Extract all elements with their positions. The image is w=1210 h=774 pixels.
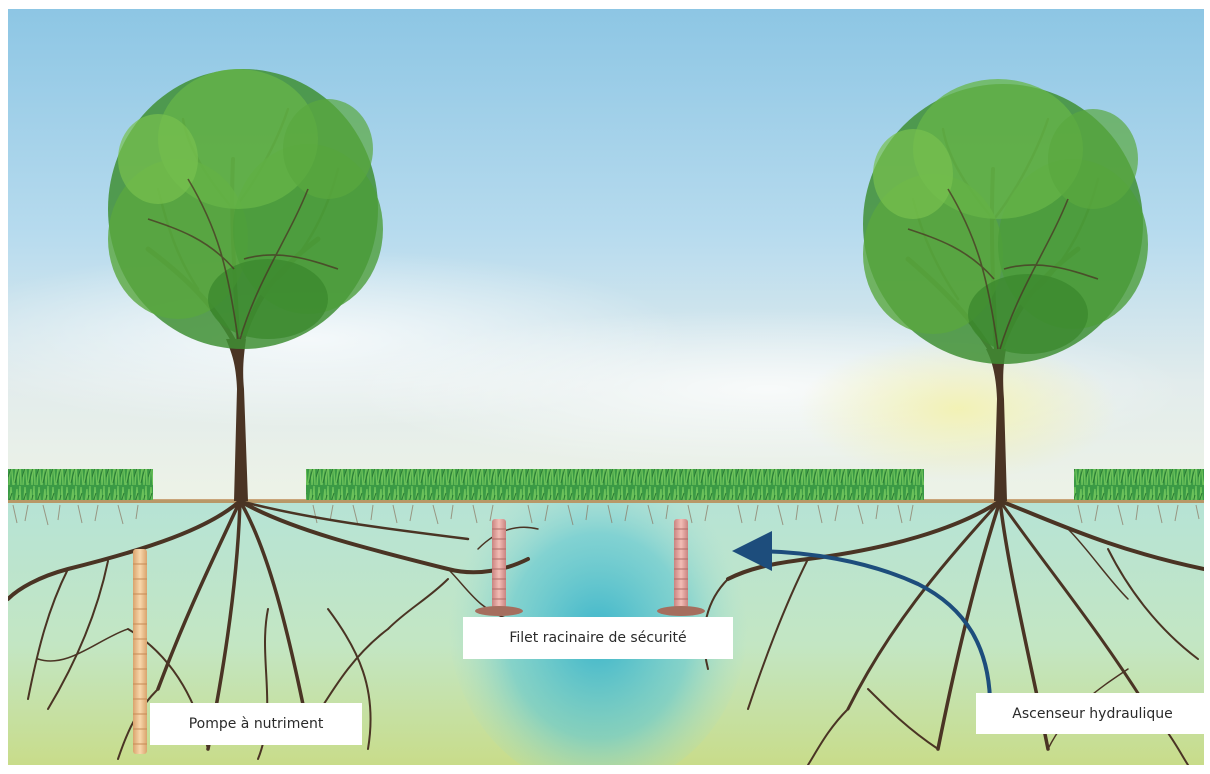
label-hydraulic-lift: Ascenseur hydraulique: [976, 693, 1209, 734]
nutrient-pump: [133, 549, 147, 754]
label-root-barrier: Filet racinaire de sécurité: [463, 617, 733, 659]
label-nutrient-pump: Pompe à nutriment: [150, 703, 362, 745]
